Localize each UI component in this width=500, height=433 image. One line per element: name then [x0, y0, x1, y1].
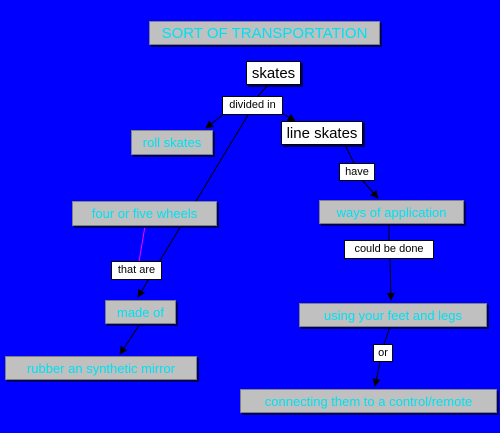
- link-label-that-are[interactable]: that are: [111, 261, 162, 280]
- link-label-or[interactable]: or: [373, 344, 393, 362]
- using-feet-and-legs-concept[interactable]: using your feet and legs: [299, 303, 487, 327]
- arrow-have-to-ways: [361, 179, 379, 199]
- title-concept[interactable]: SORT OF TRANSPORTATION: [149, 21, 380, 45]
- link-label-have[interactable]: have: [339, 163, 375, 181]
- line-using-to-or: [383, 326, 391, 345]
- line-wheels-to-that-are: [138, 225, 146, 263]
- connecting-remote-concept[interactable]: connecting them to a control/remote: [240, 389, 497, 413]
- arrow-or-to-connecting: [372, 361, 381, 387]
- rubber-synthetic-concept[interactable]: rubber an synthetic mirror: [5, 356, 197, 380]
- link-label-could-be-done[interactable]: could be done: [344, 240, 434, 259]
- arrow-made-of-to-rubber: [119, 323, 141, 355]
- made-of-concept[interactable]: made of: [105, 300, 176, 324]
- skates-concept[interactable]: skates: [246, 61, 301, 85]
- line-skates-concept[interactable]: line skates: [281, 121, 363, 145]
- arrow-could-be-done-to-using: [386, 258, 395, 301]
- line-line-skates-to-have: [344, 144, 355, 164]
- roll-skates-concept[interactable]: roll skates: [131, 130, 213, 155]
- link-label-divided-in[interactable]: divided in: [222, 96, 283, 115]
- arrow-divided-in-to-roll-skates: [205, 112, 226, 129]
- line-skates-to-divided-in: [257, 84, 269, 97]
- ways-of-application-concept[interactable]: ways of application: [319, 200, 464, 224]
- four-or-five-wheels-concept[interactable]: four or five wheels: [72, 201, 217, 226]
